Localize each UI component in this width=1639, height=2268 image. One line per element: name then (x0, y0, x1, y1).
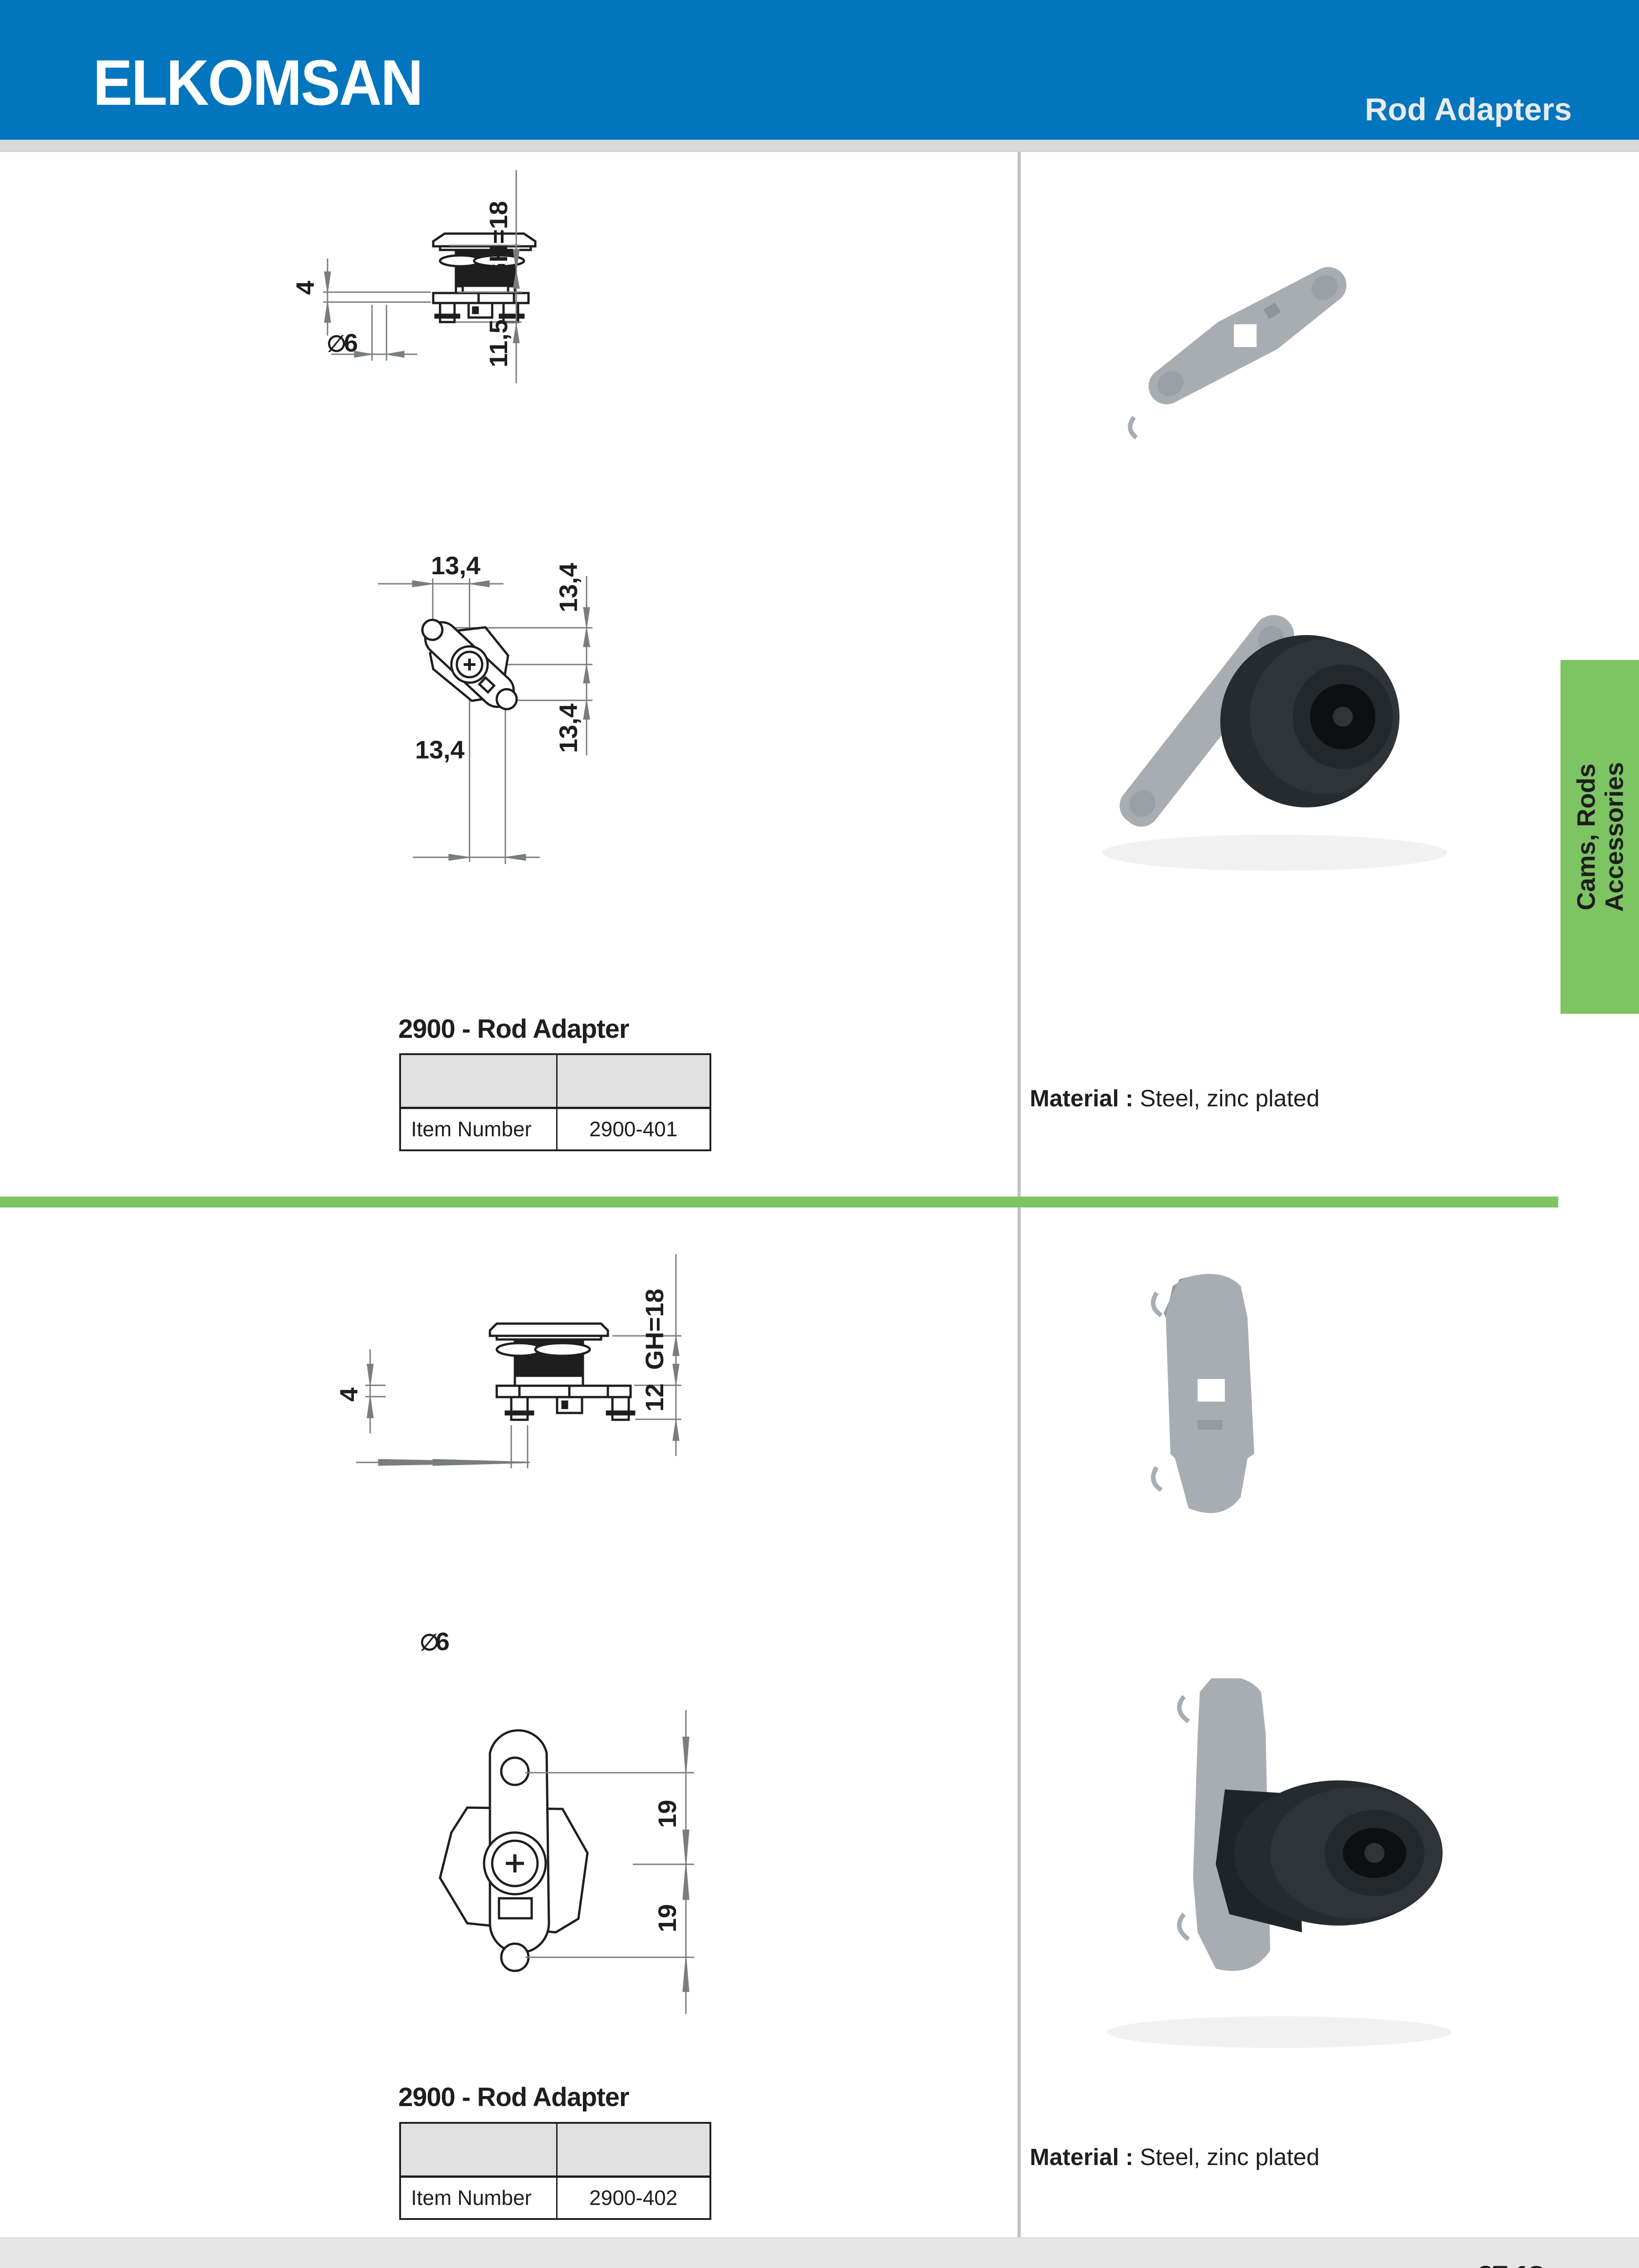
spec-table: Item Number 2900-401 (399, 1053, 711, 1151)
dim-height-below-label: 12 (640, 1383, 669, 1412)
page-header: ELKOMSAN Rod Adapters (0, 0, 1639, 140)
product-photo-rod-adapter-vertical (1130, 1268, 1320, 1631)
dim-h-bottom-label: 13,4 (415, 735, 465, 764)
dim-v-top-label: 13,4 (554, 563, 582, 612)
side-view-drawing-2900-401: GH=18 4 11,5 ∅ 6 (295, 159, 703, 522)
item-number-value: 2900-401 (556, 1107, 711, 1151)
section-title: Rod Adapters (1365, 92, 1572, 127)
spec-table-header-cell (399, 2122, 558, 2178)
product-title: 2900 - Rod Adapter (398, 2082, 629, 2112)
table-row: Item Number 2900-402 (399, 2175, 711, 2220)
dim-diameter-label: 6 (344, 328, 358, 357)
product-photo-rod-adapter-diagonal-with-lock (1071, 558, 1461, 912)
dim-thickness-label: 4 (340, 1388, 363, 1402)
product-title: 2900 - Rod Adapter (398, 1014, 629, 1044)
material-label: Material : (1030, 2144, 1134, 2170)
spec-table-header-cell (556, 2122, 711, 2178)
spec-table-header-cell (556, 1053, 711, 1109)
side-view-drawing-2900-402: GH=18 4 12 ∅ 6 (340, 1247, 771, 1656)
brand-logo-text: ELKOMSAN (93, 47, 423, 119)
dim-gh-label: GH=18 (484, 201, 513, 282)
dim-thickness-label: 4 (295, 281, 319, 295)
material-spec: Material : Steel, zinc plated (1030, 1087, 1320, 1110)
top-view-drawing-2900-401: 13,4 13,4 13,4 13,4 (363, 544, 726, 898)
material-value: Steel, zinc plated (1140, 2144, 1320, 2170)
material-value: Steel, zinc plated (1140, 1085, 1320, 1112)
dim-gh-label: GH=18 (640, 1289, 669, 1370)
spec-table-header-cell (399, 1053, 558, 1109)
dim-v-top-label: 19 (653, 1800, 681, 1828)
page-number: 05-13 (1476, 2261, 1546, 2268)
spec-table: Item Number 2900-402 (399, 2122, 711, 2220)
side-tab-line-2: Accessories (1599, 762, 1628, 912)
header-underline-band (0, 140, 1639, 152)
spec-table-header-row (399, 2122, 711, 2178)
dim-height-below-label: 11,5 (484, 319, 513, 367)
page-footer: 05-13 (0, 2237, 1639, 2268)
material-spec: Material : Steel, zinc plated (1030, 2146, 1320, 2169)
item-number-label: Item Number (399, 2175, 558, 2220)
spec-table-header-row (399, 1053, 711, 1109)
dim-diameter-label: 6 (435, 1627, 450, 1656)
side-tab-line-1: Cams, Rods (1571, 763, 1600, 910)
column-divider (1018, 152, 1021, 2237)
diameter-symbol-icon: ∅ (327, 331, 347, 357)
table-row: Item Number 2900-401 (399, 1107, 711, 1151)
product-photo-rod-adapter-diagonal (1125, 218, 1370, 454)
product-photo-rod-adapter-vertical-with-lock (1062, 1678, 1470, 2068)
top-view-drawing-2900-402: 19 19 (408, 1696, 726, 2014)
item-number-value: 2900-402 (556, 2175, 711, 2220)
dim-h-top-label: 13,4 (431, 551, 480, 580)
category-side-tab[interactable]: Cams, Rods Accessories (1561, 660, 1639, 1014)
item-number-label: Item Number (399, 1107, 558, 1151)
dim-v-bottom-label: 13,4 (554, 704, 582, 753)
dim-v-bottom-label: 19 (653, 1904, 681, 1932)
material-label: Material : (1030, 1085, 1134, 1112)
category-side-tab-label: Cams, Rods Accessories (1571, 762, 1628, 912)
product-separator (0, 1197, 1558, 1207)
diameter-symbol-icon: ∅ (420, 1630, 440, 1655)
